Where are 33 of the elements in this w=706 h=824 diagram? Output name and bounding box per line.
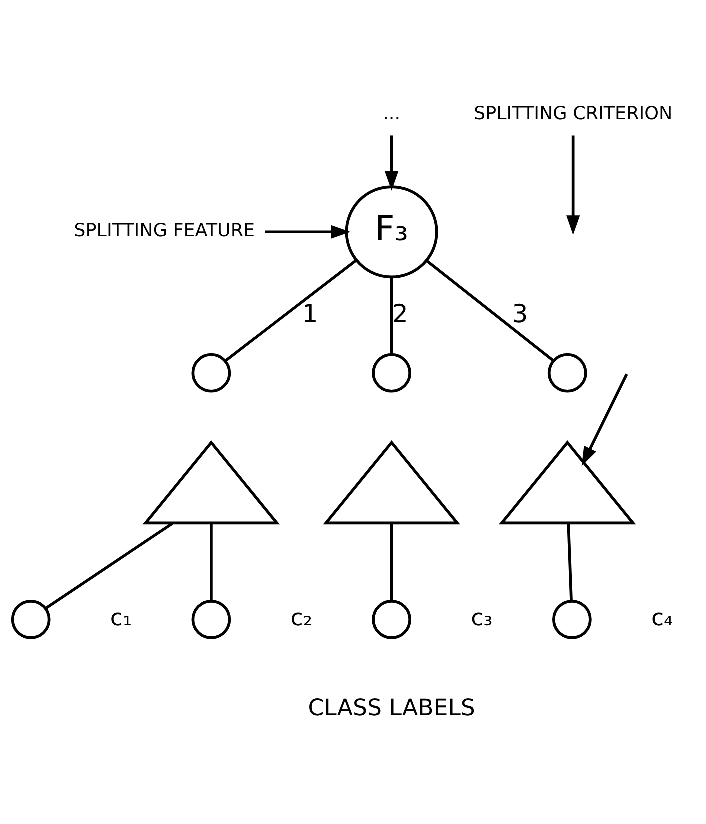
node-text: SPLITTING CRITERION bbox=[474, 102, 673, 124]
node-triangle bbox=[323, 440, 460, 524]
node-label: c₄ bbox=[652, 604, 674, 631]
edge-label: 3 bbox=[512, 298, 528, 328]
node-circle bbox=[552, 600, 592, 639]
node-label: c₁ bbox=[110, 604, 132, 631]
node-circle bbox=[372, 352, 412, 392]
node-circle bbox=[372, 600, 412, 639]
node-text: ... bbox=[383, 102, 401, 124]
arrow bbox=[582, 373, 628, 466]
node-circle bbox=[548, 352, 588, 392]
node-triangle bbox=[142, 440, 280, 524]
connector bbox=[224, 258, 358, 362]
node-circle bbox=[11, 600, 51, 639]
node-label: c₂ bbox=[290, 604, 312, 631]
node-text: SPLITTING FEATURE bbox=[74, 220, 256, 241]
node-circle: F₃ bbox=[345, 185, 438, 278]
node-label: c₃ bbox=[471, 604, 493, 631]
label: CLASS LABELS bbox=[308, 695, 476, 722]
arrow bbox=[566, 135, 580, 235]
connector bbox=[44, 522, 174, 610]
edge-label: 2 bbox=[392, 298, 408, 328]
edge-label: 1 bbox=[302, 298, 318, 328]
connector bbox=[390, 523, 394, 601]
connector bbox=[390, 277, 394, 354]
node-circle bbox=[192, 600, 232, 639]
arrow bbox=[385, 135, 399, 190]
connector bbox=[567, 522, 573, 601]
node-triangle bbox=[498, 440, 636, 524]
arrow bbox=[265, 224, 351, 238]
node-circle bbox=[192, 352, 232, 392]
connector bbox=[210, 523, 213, 601]
connector bbox=[426, 259, 555, 362]
